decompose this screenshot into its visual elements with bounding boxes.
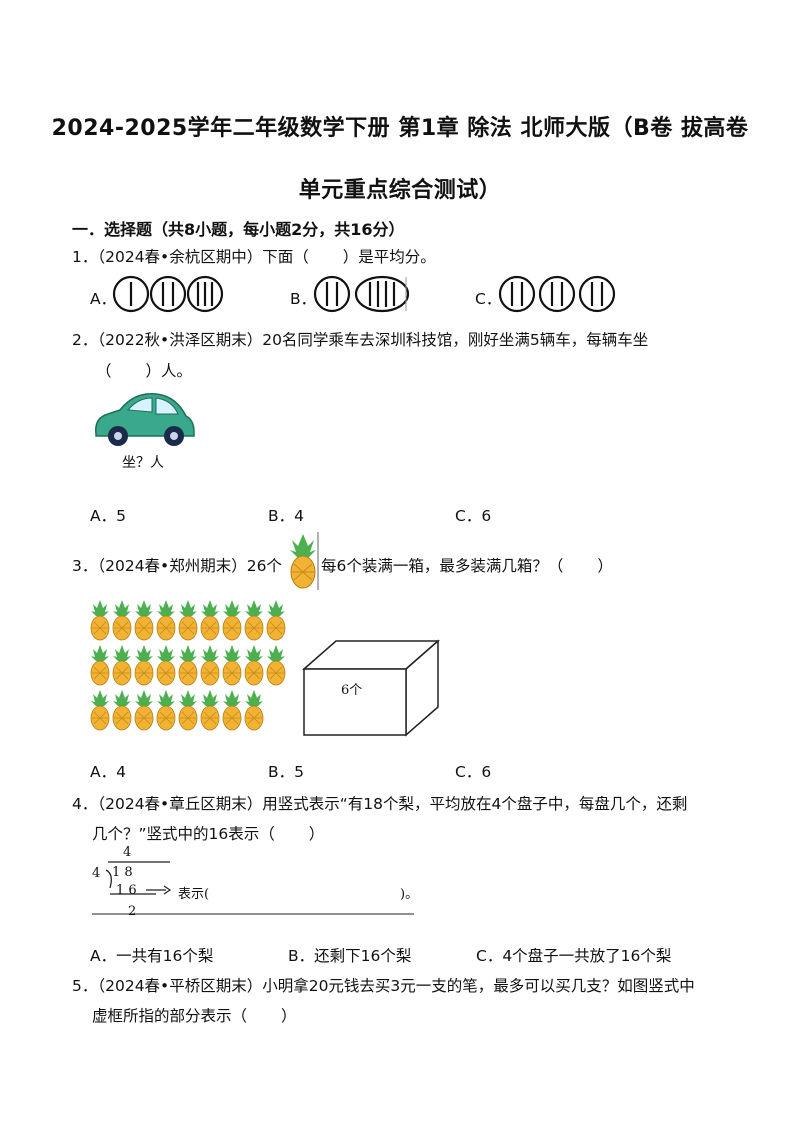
pineapple-icon [90,600,110,641]
pineapple-icon [266,645,286,686]
pineapple-icon [134,645,154,686]
pineapple-icon [200,690,220,731]
arrow-label-end: )。 [400,887,419,902]
pineapple-icon [134,690,154,731]
pineapple-icon [90,645,110,686]
q1-option-c-figure [498,275,616,313]
q3-option-c[interactable]: C．6 [455,763,492,781]
division-quotient: 4 [123,845,132,860]
pineapple-icon [178,645,198,686]
q5-text-line1: 5．（2024春•平桥区期末）小明拿20元钱去买3元一支的笔，最多可以买几支？如… [72,977,695,995]
doc-title-line2: 单元重点综合测试） [298,178,502,203]
q3-text-part2: 每6个装满一箱，最多装满几箱？（） [321,557,613,575]
section-heading: 一．选择题（共8小题，每小题2分，共16分） [72,220,405,239]
arrow-label: 表示( [178,887,210,902]
q2-text-line2: （）人。 [96,362,193,380]
q4-option-c[interactable]: C．4个盘子一共放了16个梨 [476,947,672,965]
long-division-figure [92,861,414,915]
q1-option-c[interactable]: C． [475,290,502,308]
q2-option-b[interactable]: B．4 [268,507,304,525]
pineapple-icon [200,600,220,641]
division-dividend: 1 8 [112,865,133,880]
pineapple-grid [90,600,286,731]
q4-option-a[interactable]: A．一共有16个梨 [90,947,214,965]
box-illustration [302,639,440,737]
pineapple-icon [222,645,242,686]
pineapple-icon [156,690,176,731]
pineapple-icon [134,600,154,641]
pineapple-icon [244,645,264,686]
q1-option-b[interactable]: B． [290,290,317,308]
pineapple-icon [244,600,264,641]
pineapple-icon [222,600,242,641]
car-caption: 坐？人 [122,455,164,471]
pineapple-icon [112,600,132,641]
pineapple-icon [222,690,242,731]
division-product: 1 6 [116,883,137,898]
division-divisor: 4 [92,866,101,881]
q2-option-c[interactable]: C．6 [455,507,492,525]
division-remainder: 2 [128,904,137,919]
pineapple-icon [156,645,176,686]
q4-option-b[interactable]: B．还剩下16个梨 [288,947,412,965]
pineapple-icon [266,600,286,641]
pineapple-icon [112,690,132,731]
q3-option-a[interactable]: A．4 [90,763,126,781]
pineapple-icon [178,600,198,641]
pineapple-icon [200,645,220,686]
q3-option-b[interactable]: B．5 [268,763,304,781]
q1-option-a-figure [112,275,224,313]
pineapple-icon [244,690,264,731]
pineapple-icon [290,532,319,590]
box-label: 6个 [341,683,363,698]
q4-text-line2: 几个？”竖式中的16表示（） [92,825,325,843]
q1-text: 1．（2024春•余杭区期中）下面（）是平均分。 [72,248,436,266]
pineapple-icon [112,645,132,686]
pineapple-icon [156,600,176,641]
pineapple-icon [178,690,198,731]
q2-option-a[interactable]: A．5 [90,507,126,525]
q3-text-part1: 3．（2024春•郑州期末）26个 [72,557,282,575]
q2-text-line1: 2．（2022秋•洪泽区期末）20名同学乘车去深圳科技馆，刚好坐满5辆车，每辆车… [72,331,649,349]
pineapple-icon [90,690,110,731]
q1-option-a[interactable]: A． [90,290,117,308]
car-illustration [95,393,195,446]
doc-title-line1: 2024-2025学年二年级数学下册 第1章 除法 北师大版（B卷 拔高卷 [51,116,749,141]
q4-text-line1: 4．（2024春•章丘区期末）用竖式表示“有18个梨，平均放在4个盘子中，每盘几… [72,795,688,813]
q5-text-line2: 虚框所指的部分表示（） [92,1007,297,1025]
q1-option-b-figure [313,275,410,313]
